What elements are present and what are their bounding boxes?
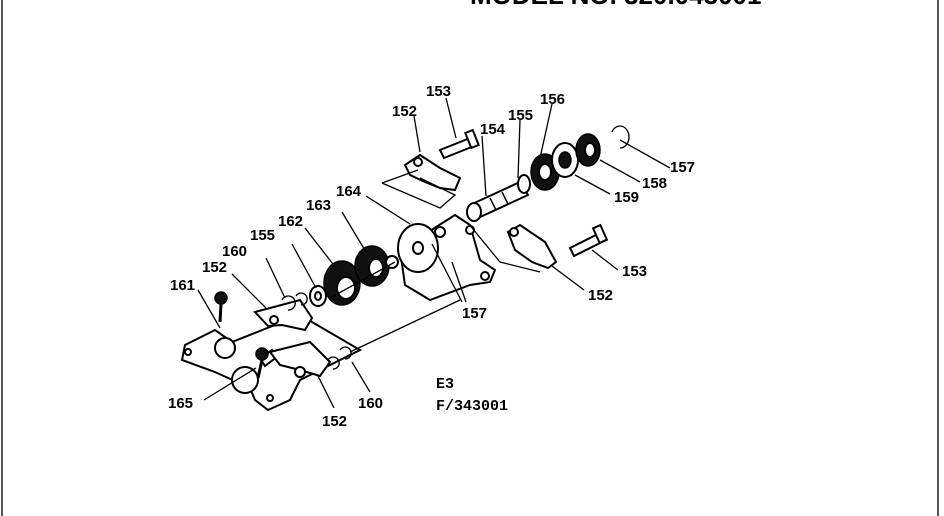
lever-arm-lower-left xyxy=(268,340,332,378)
callout-156: 156 xyxy=(540,91,565,108)
screw-165 xyxy=(255,347,269,379)
callout-163: 163 xyxy=(306,197,331,214)
washer-155-right xyxy=(517,174,531,194)
callout-155: 155 xyxy=(250,227,275,244)
callout-154: 154 xyxy=(480,121,506,138)
callout-157: 157 xyxy=(462,305,487,322)
frame-bracket xyxy=(180,313,363,412)
lever-arm-upper-right xyxy=(403,153,462,192)
shaft-154 xyxy=(466,180,530,222)
callout-153: 153 xyxy=(426,83,451,100)
callout-152: 152 xyxy=(392,103,417,120)
callout-164: 164 xyxy=(336,183,362,200)
callout-158: 158 xyxy=(642,175,667,192)
callout-160: 160 xyxy=(222,243,247,260)
pin-153-right xyxy=(568,223,609,258)
screw-161 xyxy=(214,291,228,323)
callout-165: 165 xyxy=(168,395,193,412)
figure-code: E3 xyxy=(436,376,454,393)
callout-160: 160 xyxy=(358,395,383,412)
callout-159: 159 xyxy=(614,189,639,206)
callout-153: 153 xyxy=(622,263,647,280)
assembly-lines xyxy=(329,169,541,353)
figure-reference: E3 F/343001 xyxy=(436,376,508,415)
callout-157: 157 xyxy=(670,159,695,176)
leader-lines xyxy=(197,97,671,409)
callout-161: 161 xyxy=(170,277,195,294)
lever-arm-upper-left xyxy=(253,298,314,332)
header-text: MODEL NO. 320.045001 xyxy=(470,0,761,10)
callout-155: 155 xyxy=(508,107,533,124)
figure-number: F/343001 xyxy=(436,398,508,415)
washer-155-left xyxy=(309,285,327,307)
retaining-ring-157-right xyxy=(611,125,630,149)
callout-152: 152 xyxy=(588,287,613,304)
retaining-ring-160-lower xyxy=(327,346,352,370)
gear-162 xyxy=(323,260,361,306)
callout-152: 152 xyxy=(202,259,227,276)
callout-162: 162 xyxy=(278,213,303,230)
callout-labels: 161 152 160 155 162 163 164 152 153 154 … xyxy=(168,83,695,430)
lever-arm-right xyxy=(506,223,558,270)
callout-152: 152 xyxy=(322,413,347,430)
center-plate-164 xyxy=(397,213,497,302)
gear-158 xyxy=(575,133,601,167)
pin-153-upper xyxy=(438,128,481,160)
gear-159 xyxy=(551,142,579,178)
